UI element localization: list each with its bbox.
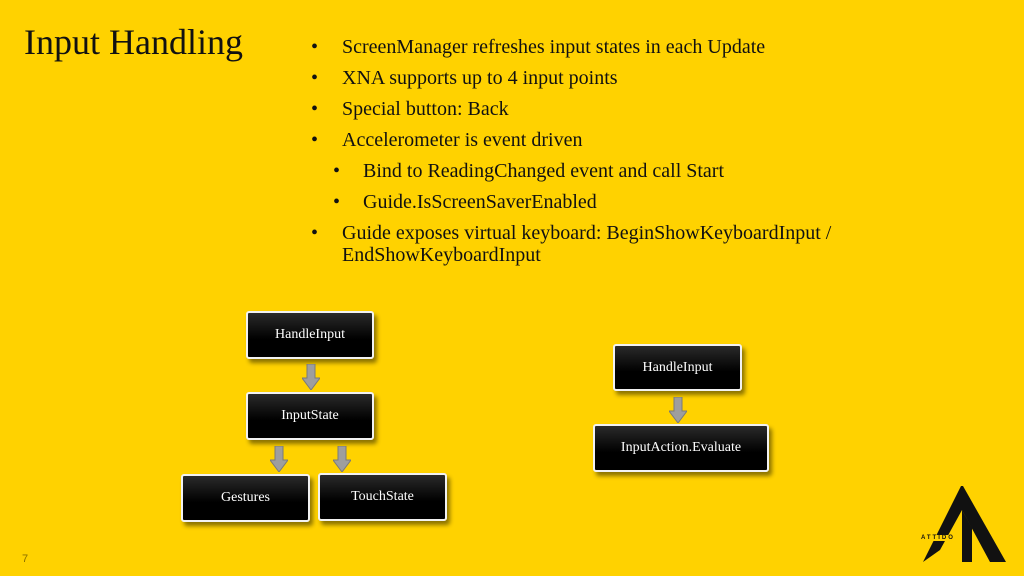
bullet-dot: •: [311, 36, 319, 58]
node-handle-input-right: HandleInput: [613, 344, 742, 391]
node-handle-input-left: HandleInput: [246, 311, 374, 359]
bullet-item: • Special button: Back: [306, 94, 1006, 125]
slide-number: 7: [22, 553, 29, 565]
bullet-dot: •: [311, 222, 319, 244]
bullet-item: • Accelerometer is event driven: [306, 125, 1006, 156]
sub-bullet-item: • Guide.IsScreenSaverEnabled: [306, 187, 1006, 218]
bullet-item: • XNA supports up to 4 input points: [306, 63, 1006, 94]
bullet-dot: •: [311, 98, 319, 120]
attido-logo-text: ATTIDO: [920, 535, 956, 541]
bullet-dot: •: [311, 67, 319, 89]
node-gestures: Gestures: [181, 474, 310, 522]
slide-title: Input Handling: [24, 22, 243, 62]
bullet-text: Accelerometer is event driven: [342, 129, 583, 151]
node-input-action-evaluate: InputAction.Evaluate: [593, 424, 769, 472]
bullet-text: Guide.IsScreenSaverEnabled: [363, 191, 597, 213]
down-arrow-icon: [302, 364, 320, 390]
bullet-dot: •: [311, 129, 319, 151]
bullet-text: Guide exposes virtual keyboard: BeginSho…: [342, 222, 832, 266]
bullet-text: XNA supports up to 4 input points: [342, 67, 618, 89]
bullet-text: ScreenManager refreshes input states in …: [342, 36, 766, 58]
bullet-item: • Guide exposes virtual keyboard: BeginS…: [306, 218, 1006, 271]
down-arrow-icon: [270, 446, 288, 472]
down-arrow-icon: [669, 397, 687, 423]
sub-bullet-item: • Bind to ReadingChanged event and call …: [306, 156, 1006, 187]
attido-logo-icon: [923, 486, 1006, 562]
node-touch-state: TouchState: [318, 473, 447, 521]
bullet-dot: •: [333, 160, 341, 182]
bullet-text: Special button: Back: [342, 98, 509, 120]
bullet-text: Bind to ReadingChanged event and call St…: [363, 160, 725, 182]
node-input-state: InputState: [246, 392, 374, 440]
down-arrow-icon: [333, 446, 351, 472]
bullet-dot: •: [333, 191, 341, 213]
bullet-list: • ScreenManager refreshes input states i…: [306, 32, 1006, 271]
bullet-item: • ScreenManager refreshes input states i…: [306, 32, 1006, 63]
